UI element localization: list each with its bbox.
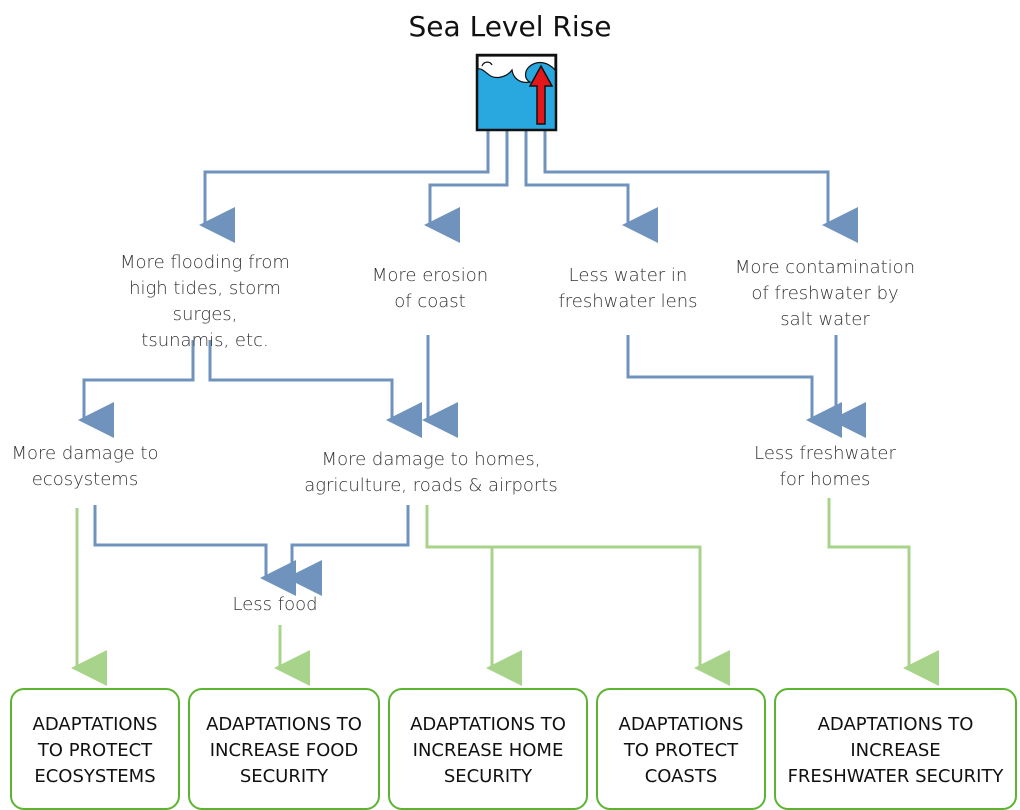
- node-less-water-lens-label: Less water in freshwater lens: [558, 265, 698, 312]
- adaptation-box-freshwater: ADAPTATIONS TO INCREASE FRESHWATER SECUR…: [774, 688, 1017, 810]
- arrow-to-freshwater-lens: [524, 130, 658, 243]
- adaptation-box-ecosystems: ADAPTATIONS TO PROTECT ECOSYSTEMS: [10, 688, 180, 810]
- node-less-freshwater: Less freshwater for homes: [745, 441, 905, 493]
- arrow-to-adapt-home: [425, 505, 522, 686]
- arrow-to-adapt-coasts: [492, 545, 730, 686]
- arrow-to-erosion: [424, 130, 509, 243]
- node-more-flooding: More flooding from high tides, storm sur…: [95, 250, 315, 354]
- node-damage-ecosystems-label: More damage to ecosystems: [11, 443, 159, 490]
- node-less-freshwater-label: Less freshwater for homes: [754, 443, 896, 490]
- arrow-homes-to-food: [286, 505, 410, 596]
- adaptation-home-label: ADAPTATIONS TO INCREASE HOME SECURITY: [410, 714, 566, 787]
- arrow-flooding-to-homes: [208, 340, 422, 438]
- diagram-title: Sea Level Rise: [408, 10, 612, 43]
- arrow-to-contamination: [543, 130, 858, 243]
- node-less-food-label: Less food: [232, 594, 318, 615]
- node-more-flooding-label: More flooding from high tides, storm sur…: [120, 252, 290, 351]
- sea-level-rise-icon: [475, 53, 558, 132]
- arrow-lens-to-freshwater: [626, 335, 842, 438]
- adaptation-food-label: ADAPTATIONS TO INCREASE FOOD SECURITY: [206, 714, 362, 787]
- adaptation-box-coasts: ADAPTATIONS TO PROTECT COASTS: [596, 688, 766, 810]
- arrow-flooding-to-ecosystems: [78, 340, 195, 438]
- arrow-ecosystems-to-food: [93, 505, 296, 596]
- adaptation-ecosystems-label: ADAPTATIONS TO PROTECT ECOSYSTEMS: [32, 714, 158, 787]
- node-more-erosion: More erosion of coast: [345, 263, 515, 315]
- arrow-to-adapt-freshwater: [827, 498, 939, 686]
- adaptation-box-home: ADAPTATIONS TO INCREASE HOME SECURITY: [388, 688, 588, 810]
- arrow-to-flooding: [199, 130, 490, 243]
- adaptation-box-food: ADAPTATIONS TO INCREASE FOOD SECURITY: [188, 688, 380, 810]
- node-more-erosion-label: More erosion of coast: [371, 265, 489, 312]
- adaptation-coasts-label: ADAPTATIONS TO PROTECT COASTS: [618, 714, 744, 787]
- node-less-food: Less food: [215, 592, 335, 618]
- adaptation-freshwater-label: ADAPTATIONS TO INCREASE FRESHWATER SECUR…: [787, 714, 1004, 787]
- node-less-water-lens: Less water in freshwater lens: [545, 263, 711, 315]
- node-more-contamination: More contamination of freshwater by salt…: [725, 255, 925, 333]
- node-damage-homes-label: More damage to homes, agriculture, roads…: [304, 449, 558, 496]
- node-damage-homes: More damage to homes, agriculture, roads…: [300, 447, 562, 499]
- node-damage-ecosystems: More damage to ecosystems: [5, 441, 165, 493]
- node-more-contamination-label: More contamination of freshwater by salt…: [734, 257, 916, 330]
